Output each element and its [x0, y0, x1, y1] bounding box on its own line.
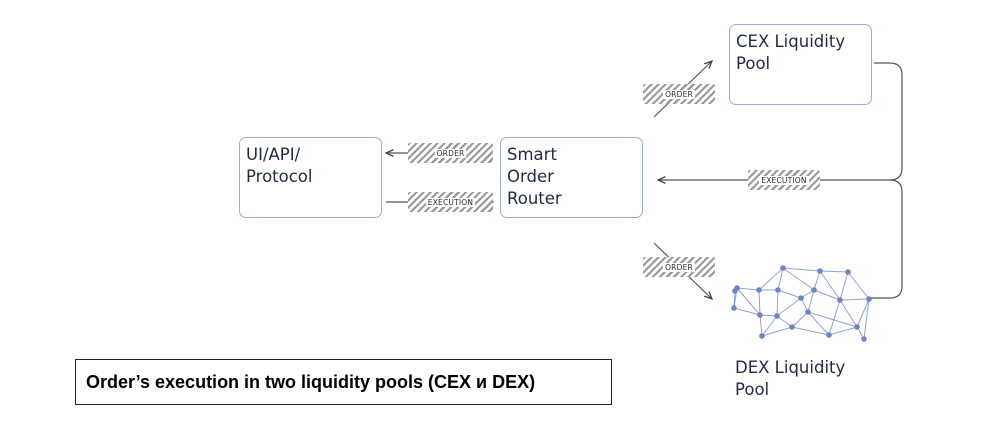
- order-tag-to-ui-text: ORDER: [434, 148, 467, 158]
- network-edge: [776, 297, 802, 317]
- network-edge: [761, 326, 793, 337]
- network-edge: [759, 314, 778, 317]
- figure-caption: Order’s execution in two liquidity pools…: [75, 359, 612, 405]
- network-node: [775, 287, 781, 293]
- network-edge: [807, 311, 858, 328]
- network-edge: [807, 289, 815, 313]
- network-edge: [782, 267, 815, 291]
- network-edge: [733, 307, 761, 316]
- network-node: [780, 265, 786, 271]
- execution-return-path-dex: [870, 179, 903, 299]
- execution-return-path: [658, 62, 903, 180]
- network-edge: [736, 287, 761, 316]
- network-edge: [819, 270, 841, 301]
- network-edge: [761, 315, 778, 337]
- network-edge: [736, 287, 760, 291]
- dex-network-icon: [731, 265, 872, 342]
- network-node: [759, 333, 765, 339]
- network-node: [756, 287, 762, 293]
- network-edge: [782, 267, 821, 272]
- network-edge: [813, 270, 821, 291]
- network-edge: [839, 299, 858, 328]
- network-edge: [819, 270, 849, 273]
- network-edge: [791, 326, 830, 336]
- smart-order-router-box: Smart Order Router: [500, 137, 643, 218]
- network-node: [826, 332, 832, 338]
- network-node: [732, 288, 738, 294]
- network-edge: [791, 311, 809, 328]
- network-edge: [759, 314, 763, 337]
- network-node: [854, 324, 860, 330]
- network-edge: [776, 289, 779, 317]
- order-tag-to-dex-text: ORDER: [663, 262, 695, 272]
- ui-api-protocol-box: UI/API/ Protocol: [239, 137, 382, 218]
- network-edge: [758, 267, 784, 291]
- order-tag-to-ui: ORDER: [408, 143, 493, 163]
- execution-tag-to-router: EXECUTION: [408, 192, 493, 212]
- network-node: [805, 309, 811, 315]
- network-node: [731, 305, 737, 311]
- network-edge: [776, 315, 793, 328]
- network-edge: [847, 271, 870, 300]
- network-node: [757, 312, 763, 318]
- network-node: [866, 296, 872, 302]
- execution-tag-to-router-text: EXECUTION: [425, 197, 476, 207]
- execution-tag-from-pools-text: EXECUTION: [759, 175, 809, 185]
- network-edge: [863, 298, 870, 340]
- network-edge: [777, 289, 802, 299]
- network-node: [817, 268, 823, 274]
- network-node: [774, 313, 780, 319]
- network-node: [789, 324, 795, 330]
- network-node: [798, 295, 804, 301]
- network-edge: [856, 298, 870, 328]
- network-edge: [813, 289, 841, 301]
- cex-liquidity-pool-box: CEX Liquidity Pool: [729, 24, 872, 105]
- network-edge: [828, 326, 858, 336]
- dex-liquidity-pool-label: DEX Liquidity Pool: [735, 358, 846, 399]
- network-edge: [828, 299, 841, 336]
- order-tag-to-cex: ORDER: [643, 84, 715, 104]
- network-node: [845, 269, 851, 275]
- network-node: [837, 297, 843, 303]
- network-edge: [807, 311, 830, 336]
- network-node: [811, 287, 817, 293]
- network-edge: [733, 290, 736, 309]
- network-edge: [758, 289, 761, 316]
- network-edge: [777, 267, 784, 291]
- order-tag-to-cex-text: ORDER: [663, 89, 695, 99]
- ui-api-protocol-label: UI/API/ Protocol: [246, 145, 313, 186]
- execution-tag-from-pools: EXECUTION: [748, 170, 820, 190]
- network-edge: [839, 271, 849, 301]
- order-tag-to-dex: ORDER: [643, 257, 715, 277]
- network-node: [861, 336, 867, 342]
- network-edge: [839, 298, 870, 301]
- cex-liquidity-pool-label: CEX Liquidity Pool: [736, 32, 846, 73]
- smart-order-router-label: Smart Order Router: [507, 145, 562, 208]
